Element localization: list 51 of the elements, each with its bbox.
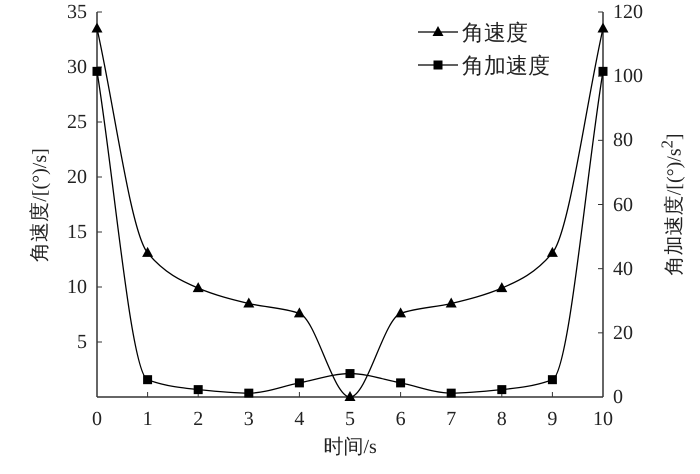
y-tick-label: 60: [613, 194, 633, 214]
point: [396, 378, 406, 388]
y-tick-label: 20: [613, 322, 633, 343]
x-tick-label: 0: [92, 409, 102, 429]
point: [192, 282, 204, 292]
y-tick-label: 10: [67, 277, 87, 297]
x-tick-label: 2: [193, 409, 204, 429]
point: [598, 22, 608, 32]
point: [344, 391, 356, 401]
point: [446, 388, 456, 398]
y-tick-label: 0: [613, 387, 623, 407]
point: [496, 282, 508, 292]
point: [446, 298, 457, 308]
x-tick-label: 1: [142, 409, 153, 429]
point: [346, 369, 354, 378]
y-tick-label: 100: [613, 66, 643, 86]
x-tick-label: 4: [294, 409, 304, 429]
legend-label: 角速度: [462, 22, 528, 44]
x-tick-label: 10: [593, 409, 613, 429]
y-tick-label: 25: [67, 112, 87, 132]
point: [244, 388, 254, 398]
point: [92, 22, 102, 32]
y-tick-label: 40: [613, 258, 633, 279]
y-tick-label: 5: [77, 332, 87, 352]
point: [497, 385, 506, 394]
y-tick-label: 80: [613, 130, 633, 150]
x-tick-label: 6: [396, 409, 406, 429]
y-tick-label: 120: [613, 2, 643, 22]
x-tick-label: 3: [244, 409, 254, 429]
y-tick-label: 15: [67, 222, 87, 242]
y-axis-title: 角速度/[(°)/s]: [30, 148, 50, 262]
x-tick-label: 9: [547, 409, 558, 429]
point: [395, 307, 406, 318]
legend-label: 角加速度: [462, 55, 550, 77]
x-tick-label: 8: [496, 409, 507, 429]
point: [294, 307, 305, 318]
point: [294, 378, 304, 388]
point: [194, 385, 203, 394]
y-tick-label: 30: [67, 57, 87, 77]
y-tick-label: 20: [67, 167, 87, 187]
point: [142, 246, 154, 257]
point: [143, 375, 152, 384]
x-axis-title: 时间/s: [324, 437, 377, 457]
x-tick-label: 5: [345, 409, 355, 429]
point: [598, 66, 608, 76]
y-tick-label: 35: [67, 2, 87, 22]
point: [243, 298, 254, 308]
point: [546, 246, 558, 257]
point: [92, 66, 102, 76]
point: [548, 375, 557, 384]
x-tick-label: 7: [446, 409, 456, 429]
